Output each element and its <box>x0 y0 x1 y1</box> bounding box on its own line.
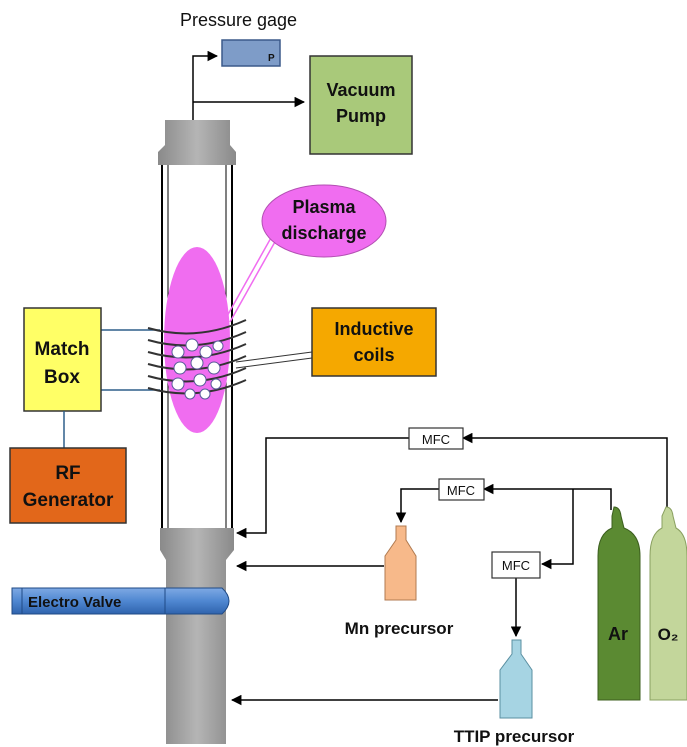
plasma-label-1: Plasma <box>292 197 356 217</box>
pressure-gage-label: Pressure gage <box>180 10 297 30</box>
ar-label: Ar <box>608 624 628 644</box>
electro-valve[interactable] <box>11 587 230 615</box>
mfc-mid-label: MFC <box>447 483 475 498</box>
inductive-label-2: coils <box>353 345 394 365</box>
o2-cylinder <box>649 506 687 701</box>
mfc-mid-box <box>438 478 485 501</box>
mfc-top-label: MFC <box>422 432 450 447</box>
tube-top-cap <box>158 120 236 165</box>
inductive-label-1: Inductive <box>334 319 413 339</box>
mfc-top-to-tube <box>235 437 410 539</box>
mn-precursor-bottle <box>384 525 417 601</box>
tube-bottom-section <box>160 528 234 744</box>
plasma-discharge-bubble <box>261 184 387 258</box>
rf-generator-label-1: RF <box>55 463 80 484</box>
vacuum-pump-label-2: Pump <box>336 106 386 126</box>
plasma-pointer-1 <box>225 235 273 319</box>
ar-branch-to-mfc-low <box>540 489 574 570</box>
o2-label: O₂ <box>658 625 679 644</box>
match-box-label-2: Box <box>44 367 80 388</box>
plasma-region <box>164 247 230 433</box>
inductive-coils-box <box>311 307 437 377</box>
vacuum-pump-label-1: Vacuum <box>326 80 395 100</box>
ttip-precursor-label: TTIP precursor <box>454 727 575 746</box>
pressure-gage-box <box>221 39 281 67</box>
plasma-pointer-2 <box>229 239 277 323</box>
mn-precursor-label: Mn precursor <box>345 619 454 638</box>
mfc-top-box <box>408 427 464 450</box>
plasma-label-2: discharge <box>281 223 366 243</box>
plasma-particles <box>171 338 224 400</box>
ttip-precursor-bottle <box>499 639 533 719</box>
mfc-mid-to-mn <box>395 488 440 524</box>
mfc-low-box <box>491 551 541 579</box>
gage-line <box>192 50 219 120</box>
inductive-pointer-1 <box>235 351 313 363</box>
ar-line-to-mfc-mid <box>482 483 612 510</box>
inductive-pointer-2 <box>235 357 313 369</box>
electro-valve-label: Electro Valve <box>28 594 121 611</box>
rf-generator-box <box>9 447 127 524</box>
vacuum-pump-box <box>309 55 413 155</box>
mfc-low-label: MFC <box>502 558 530 573</box>
rf-generator-label-2: Generator <box>23 490 114 511</box>
match-box <box>23 307 102 412</box>
pressure-gage-p: P <box>268 53 275 64</box>
ar-cylinder <box>597 506 641 701</box>
match-box-label-1: Match <box>35 339 90 360</box>
